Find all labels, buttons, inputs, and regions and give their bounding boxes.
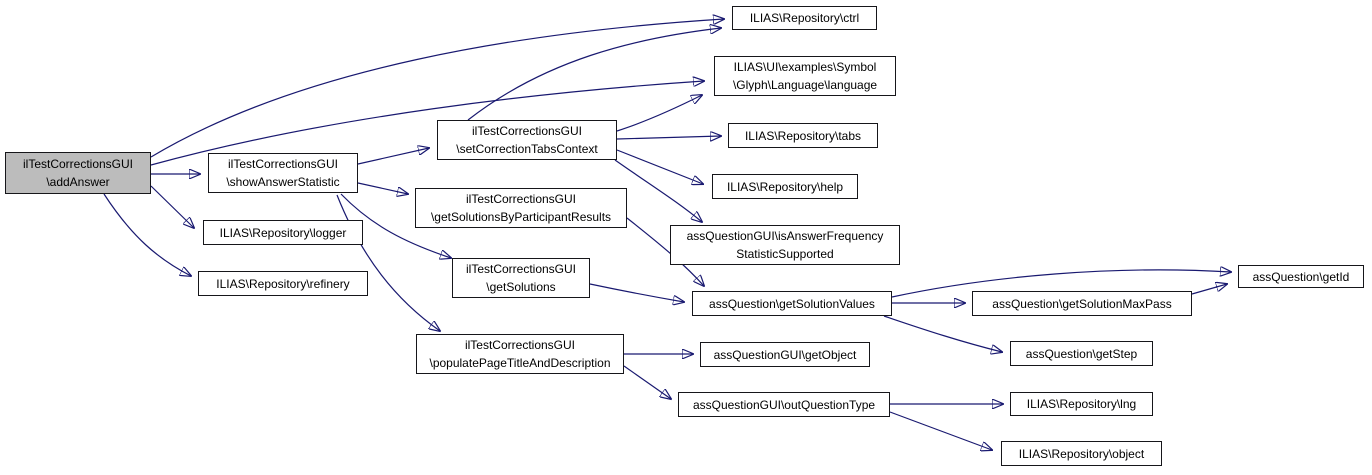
node-help[interactable]: ILIAS\Repository\help [712, 174, 858, 199]
edge-setCorrectionTabsContext-to-isAnswerFrequencyStatisticSupported [614, 159, 702, 222]
node-outQuestionType[interactable]: assQuestionGUI\outQuestionType [678, 392, 890, 417]
node-refinery[interactable]: ILIAS\Repository\refinery [198, 271, 368, 296]
edge-showAnswerStatistic-to-populatePageTitleAndDescription [336, 194, 440, 331]
edge-setCorrectionTabsContext-to-help [616, 149, 703, 184]
node-getSolutionsByParticipantResults[interactable]: ilTestCorrectionsGUI \getSolutionsByPart… [415, 188, 627, 228]
node-getStep[interactable]: assQuestion\getStep [1010, 341, 1153, 366]
node-lng[interactable]: ILIAS\Repository\lng [1010, 392, 1153, 416]
node-tabs[interactable]: ILIAS\Repository\tabs [728, 123, 878, 148]
node-getSolutions[interactable]: ilTestCorrectionsGUI \getSolutions [452, 258, 590, 298]
edge-addAnswer-to-language [150, 81, 704, 166]
node-setCorrectionTabsContext[interactable]: ilTestCorrectionsGUI \setCorrectionTabsC… [437, 120, 617, 160]
edge-getSolutionValues-to-getStep [883, 315, 1002, 352]
node-ctrl[interactable]: ILIAS\Repository\ctrl [732, 6, 877, 30]
edge-showAnswerStatistic-to-setCorrectionTabsContext [357, 148, 429, 165]
node-populatePageTitleAndDescription[interactable]: ilTestCorrectionsGUI \populatePageTitleA… [416, 334, 624, 374]
node-getSolutionValues[interactable]: assQuestion\getSolutionValues [692, 291, 892, 316]
node-showAnswerStatistic[interactable]: ilTestCorrectionsGUI \showAnswerStatisti… [208, 153, 358, 193]
edge-addAnswer-to-ctrl [150, 19, 724, 158]
edge-getSolutionValues-to-getId [891, 270, 1231, 298]
node-getSolutionMaxPass[interactable]: assQuestion\getSolutionMaxPass [972, 291, 1192, 316]
edge-setCorrectionTabsContext-to-ctrl [467, 28, 721, 121]
edge-getSolutions-to-getSolutionValues [589, 283, 684, 302]
node-addAnswer: ilTestCorrectionsGUI \addAnswer [5, 152, 151, 194]
edge-addAnswer-to-logger [150, 185, 194, 228]
edge-getSolutionMaxPass-to-getId [1191, 284, 1227, 295]
edge-outQuestionType-to-object [889, 411, 992, 450]
node-object[interactable]: ILIAS\Repository\object [1001, 441, 1162, 466]
node-language[interactable]: ILIAS\UI\examples\Symbol \Glyph\Language… [714, 56, 896, 96]
edge-addAnswer-to-refinery [103, 193, 191, 276]
edge-setCorrectionTabsContext-to-language [616, 95, 702, 132]
node-logger[interactable]: ILIAS\Repository\logger [203, 220, 363, 245]
node-getId[interactable]: assQuestion\getId [1238, 265, 1364, 288]
edge-showAnswerStatistic-to-getSolutionsByParticipantResults [357, 182, 408, 194]
node-getObject[interactable]: assQuestionGUI\getObject [700, 342, 870, 367]
edge-setCorrectionTabsContext-to-tabs [616, 136, 721, 139]
edge-populatePageTitleAndDescription-to-outQuestionType [623, 365, 671, 399]
node-isAnswerFrequencyStatisticSupported[interactable]: assQuestionGUI\isAnswerFrequency Statist… [670, 225, 900, 265]
edge-showAnswerStatistic-to-getSolutions [340, 193, 451, 258]
